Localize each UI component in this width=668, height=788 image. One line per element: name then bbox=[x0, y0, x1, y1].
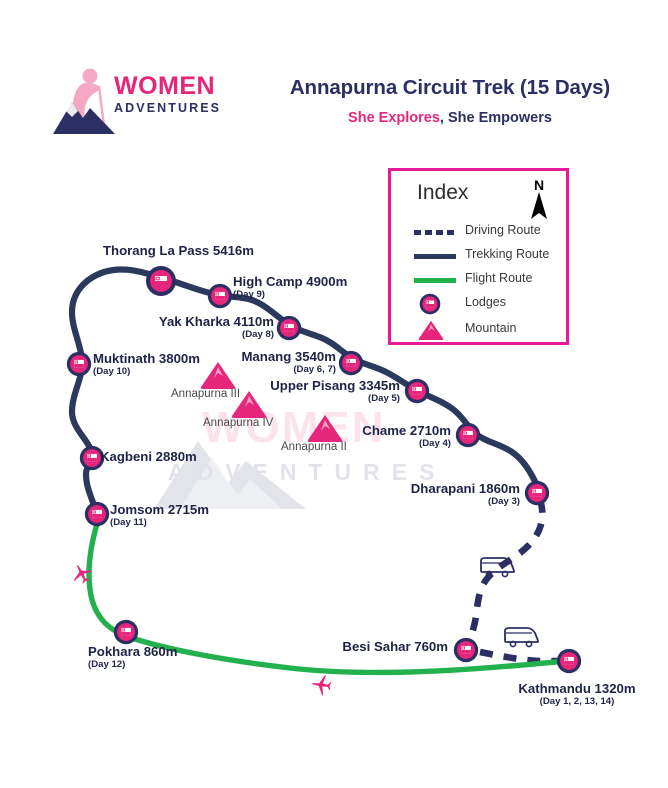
legend-item-label: Trekking Route bbox=[465, 247, 550, 261]
legend-title: Index bbox=[417, 181, 469, 204]
legend-item-label: Flight Route bbox=[465, 271, 533, 285]
mountain-label-annapurna-ii: Annapurna II bbox=[281, 441, 347, 453]
lodge-marker-dharapani[interactable] bbox=[524, 480, 550, 506]
place-label-dharapani: Dharapani 1860m (Day 3) bbox=[380, 482, 520, 507]
place-label-besi-sahar: Besi Sahar 760m bbox=[320, 640, 448, 654]
flight-route-swatch-icon bbox=[413, 269, 457, 291]
lodge-marker-thorang-la-pass[interactable] bbox=[145, 265, 177, 297]
place-label-yak-kharka: Yak Kharka 4110m (Day 8) bbox=[104, 315, 274, 340]
airplane-icon-2 bbox=[312, 675, 332, 696]
legend-item-label: Mountain bbox=[465, 321, 517, 335]
place-name: Pokhara 860m bbox=[88, 644, 178, 659]
lodge-marker-pokhara[interactable] bbox=[113, 619, 139, 645]
page-header: WOMEN ADVENTURES Annapurna Circuit Trek … bbox=[0, 0, 668, 150]
mountain-label-annapurna-iv: Annapurna IV bbox=[203, 417, 274, 429]
place-day: (Day 10) bbox=[93, 365, 131, 377]
page-title: Annapurna Circuit Trek (15 Days) bbox=[289, 76, 611, 99]
place-name: Kathmandu 1320m bbox=[518, 681, 636, 696]
title-block: Annapurna Circuit Trek (15 Days) She Exp… bbox=[250, 76, 650, 126]
lodge-marker-manang[interactable] bbox=[338, 350, 364, 376]
place-name: Manang 3540m bbox=[241, 349, 336, 364]
tagline-rest: , She Empowers bbox=[439, 110, 552, 126]
place-day: (Day 4) bbox=[419, 437, 451, 449]
north-label: N bbox=[534, 177, 544, 193]
mountain-label-annapurna-iii: Annapurna III bbox=[171, 388, 241, 400]
trekking-route-swatch-icon bbox=[413, 245, 457, 267]
place-name: Kagbeni 2880m bbox=[100, 449, 197, 464]
bus-icon-1 bbox=[480, 557, 515, 578]
brand-logo-text: WOMEN ADVENTURES bbox=[114, 74, 232, 115]
lodge-marker-swatch-icon bbox=[413, 293, 457, 315]
lodge-marker-muktinath[interactable] bbox=[66, 351, 92, 377]
place-day: (Day 8) bbox=[242, 328, 274, 340]
legend-item-mountain: Mountain bbox=[413, 319, 563, 341]
lodge-marker-high-camp[interactable] bbox=[207, 283, 233, 309]
place-label-chame: Chame 2710m (Day 4) bbox=[333, 424, 451, 449]
legend-item-label: Driving Route bbox=[465, 223, 541, 237]
trekking-route-path bbox=[68, 266, 542, 518]
flight-route-path bbox=[86, 521, 569, 676]
place-day: (Day 1, 2, 13, 14) bbox=[539, 695, 615, 707]
place-name: Chame 2710m bbox=[362, 423, 451, 438]
woman-hiker-mountain-logo-icon bbox=[53, 68, 115, 134]
bus-icon-2 bbox=[504, 627, 539, 648]
place-day: (Day 9) bbox=[233, 288, 265, 300]
place-label-manang: Manang 3540m (Day 6, 7) bbox=[186, 350, 336, 375]
place-name: Jomsom 2715m bbox=[110, 502, 209, 517]
lodge-marker-besi-sahar[interactable] bbox=[453, 637, 479, 663]
legend-item-lodges: Lodges bbox=[413, 293, 563, 315]
brand-name-primary: WOMEN bbox=[114, 72, 216, 100]
brand-name-secondary: ADVENTURES bbox=[114, 101, 222, 115]
driving-route-dharapani-besisahar bbox=[462, 498, 546, 652]
legend-item-trekking-route: Trekking Route bbox=[413, 245, 563, 267]
lodge-marker-upper-pisang[interactable] bbox=[404, 378, 430, 404]
legend-item-flight-route: Flight Route bbox=[413, 269, 563, 291]
mountain-icon-annapurna-ii bbox=[307, 415, 343, 442]
mountain-icon-annapurna-iv bbox=[231, 391, 267, 418]
place-name: High Camp 4900m bbox=[233, 274, 348, 289]
place-day: (Day 11) bbox=[110, 516, 147, 528]
lodge-marker-chame[interactable] bbox=[455, 422, 481, 448]
tagline: She Explores, She Empowers bbox=[250, 110, 650, 126]
lodge-marker-kathmandu[interactable] bbox=[556, 648, 582, 674]
brand-logo: WOMEN ADVENTURES bbox=[52, 62, 232, 140]
place-name: Yak Kharka 4110m bbox=[158, 314, 274, 329]
place-day: (Day 6, 7) bbox=[293, 363, 336, 375]
mountain-icon-annapurna-iii bbox=[200, 362, 236, 389]
driving-route-swatch-icon bbox=[413, 221, 457, 243]
mountain-swatch-icon bbox=[413, 319, 457, 341]
place-day: (Day 12) bbox=[88, 658, 126, 670]
place-day: (Day 3) bbox=[488, 495, 520, 507]
place-name: Dharapani 1860m bbox=[410, 481, 520, 496]
place-name: Muktinath 3800m bbox=[93, 351, 200, 366]
place-label-muktinath: Muktinath 3800m (Day 10) bbox=[93, 352, 200, 377]
place-day: (Day 5) bbox=[368, 392, 400, 404]
lodge-marker-kagbeni[interactable] bbox=[79, 445, 105, 471]
place-name: Besi Sahar 760m bbox=[342, 639, 448, 654]
legend-item-driving-route: Driving Route bbox=[413, 221, 563, 243]
place-name: Upper Pisang 3345m bbox=[270, 378, 400, 393]
north-arrow-icon: N bbox=[531, 177, 547, 219]
place-label-high-camp: High Camp 4900m (Day 9) bbox=[233, 275, 347, 300]
legend-item-label: Lodges bbox=[465, 295, 507, 309]
place-label-thorang-la-pass: Thorang La Pass 5416m bbox=[103, 244, 254, 258]
lodge-marker-yak-kharka[interactable] bbox=[276, 315, 302, 341]
place-label-kathmandu: Kathmandu 1320m (Day 1, 2, 13, 14) bbox=[507, 682, 647, 707]
place-name: Thorang La Pass 5416m bbox=[103, 243, 254, 258]
place-label-jomsom: Jomsom 2715m (Day 11) bbox=[110, 503, 209, 528]
tagline-highlight: She Explores bbox=[348, 110, 440, 126]
place-label-upper-pisang: Upper Pisang 3345m (Day 5) bbox=[242, 379, 400, 404]
legend-index-box: Index N Driving Route Trekking Route Fli… bbox=[388, 168, 569, 345]
lodge-marker-jomsom[interactable] bbox=[84, 501, 110, 527]
place-label-kagbeni: Kagbeni 2880m bbox=[100, 450, 197, 464]
place-label-pokhara: Pokhara 860m (Day 12) bbox=[88, 645, 177, 670]
airplane-icon-1 bbox=[73, 565, 93, 584]
